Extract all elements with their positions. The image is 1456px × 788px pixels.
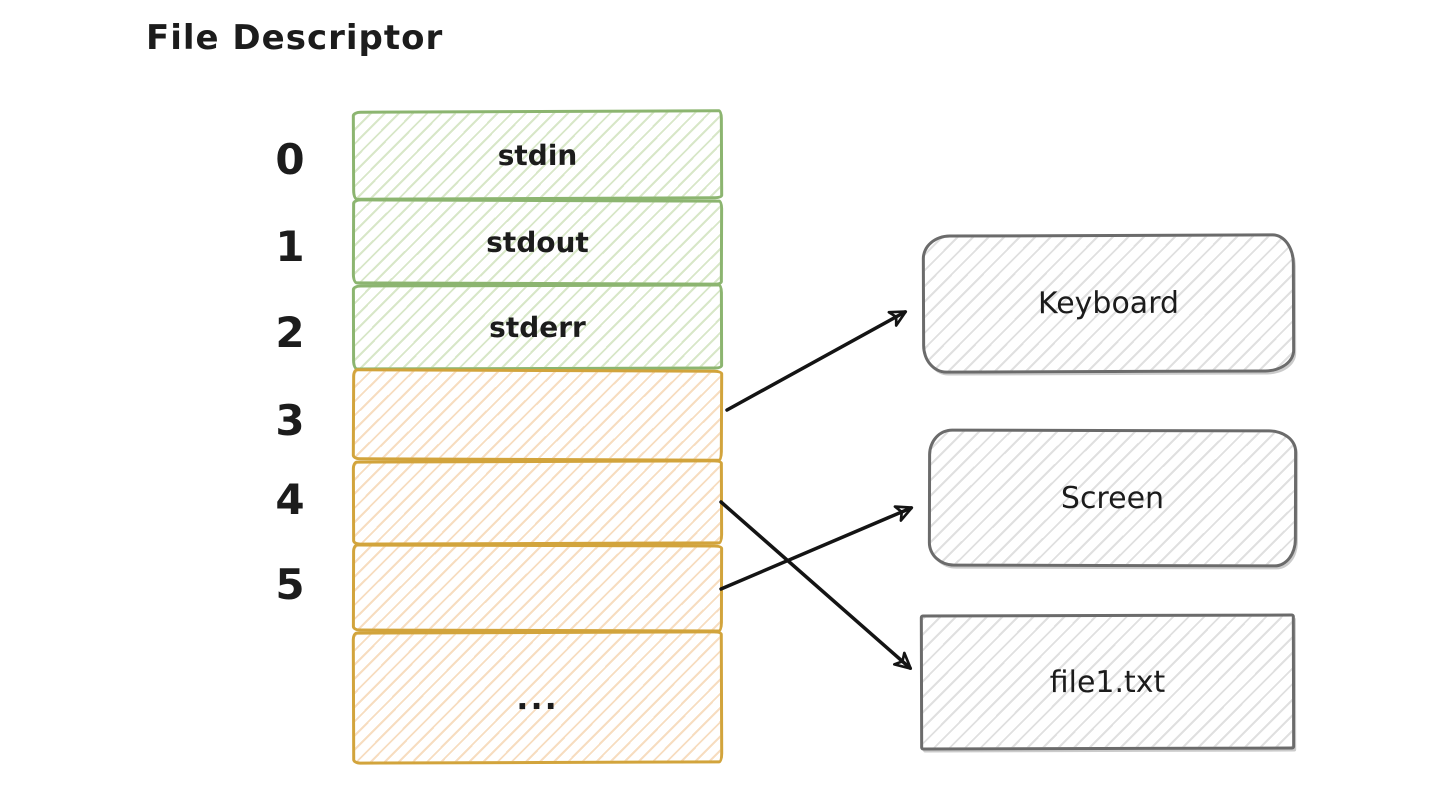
fd-row-ellipsis: ... — [351, 630, 724, 765]
arrow-fd3-to-keyboard — [725, 310, 908, 412]
arrow-fd5-to-screen — [719, 505, 914, 591]
fd-index-5: 5 — [275, 560, 305, 609]
fd-index-4: 4 — [275, 475, 305, 524]
arrow-fd4-to-file1 — [719, 500, 913, 670]
fd-index-2: 2 — [275, 308, 305, 357]
fd-row-4 — [351, 459, 724, 546]
fd-row-stdin: stdin — [351, 109, 724, 201]
fd-row-label: stdin — [497, 138, 578, 172]
fd-row-5 — [351, 543, 724, 633]
fd-index-1: 1 — [275, 222, 305, 271]
fd-row-3 — [351, 368, 724, 462]
fd-index-0: 0 — [275, 135, 305, 184]
fd-row-stdout: stdout — [351, 198, 724, 286]
target-label: Keyboard — [1037, 285, 1180, 322]
fd-row-label: stdout — [486, 225, 589, 259]
target-box-file1: file1.txt — [919, 613, 1296, 751]
target-box-keyboard: Keyboard — [921, 233, 1296, 374]
fd-row-stderr: stderr — [351, 283, 724, 371]
fd-row-label: ... — [516, 678, 559, 717]
target-box-screen: Screen — [927, 428, 1298, 568]
target-label: file1.txt — [1049, 664, 1166, 700]
fd-index-3: 3 — [275, 396, 305, 445]
diagram-title: File Descriptor — [146, 18, 444, 58]
target-label: Screen — [1060, 480, 1165, 516]
fd-row-label: stderr — [489, 310, 586, 344]
